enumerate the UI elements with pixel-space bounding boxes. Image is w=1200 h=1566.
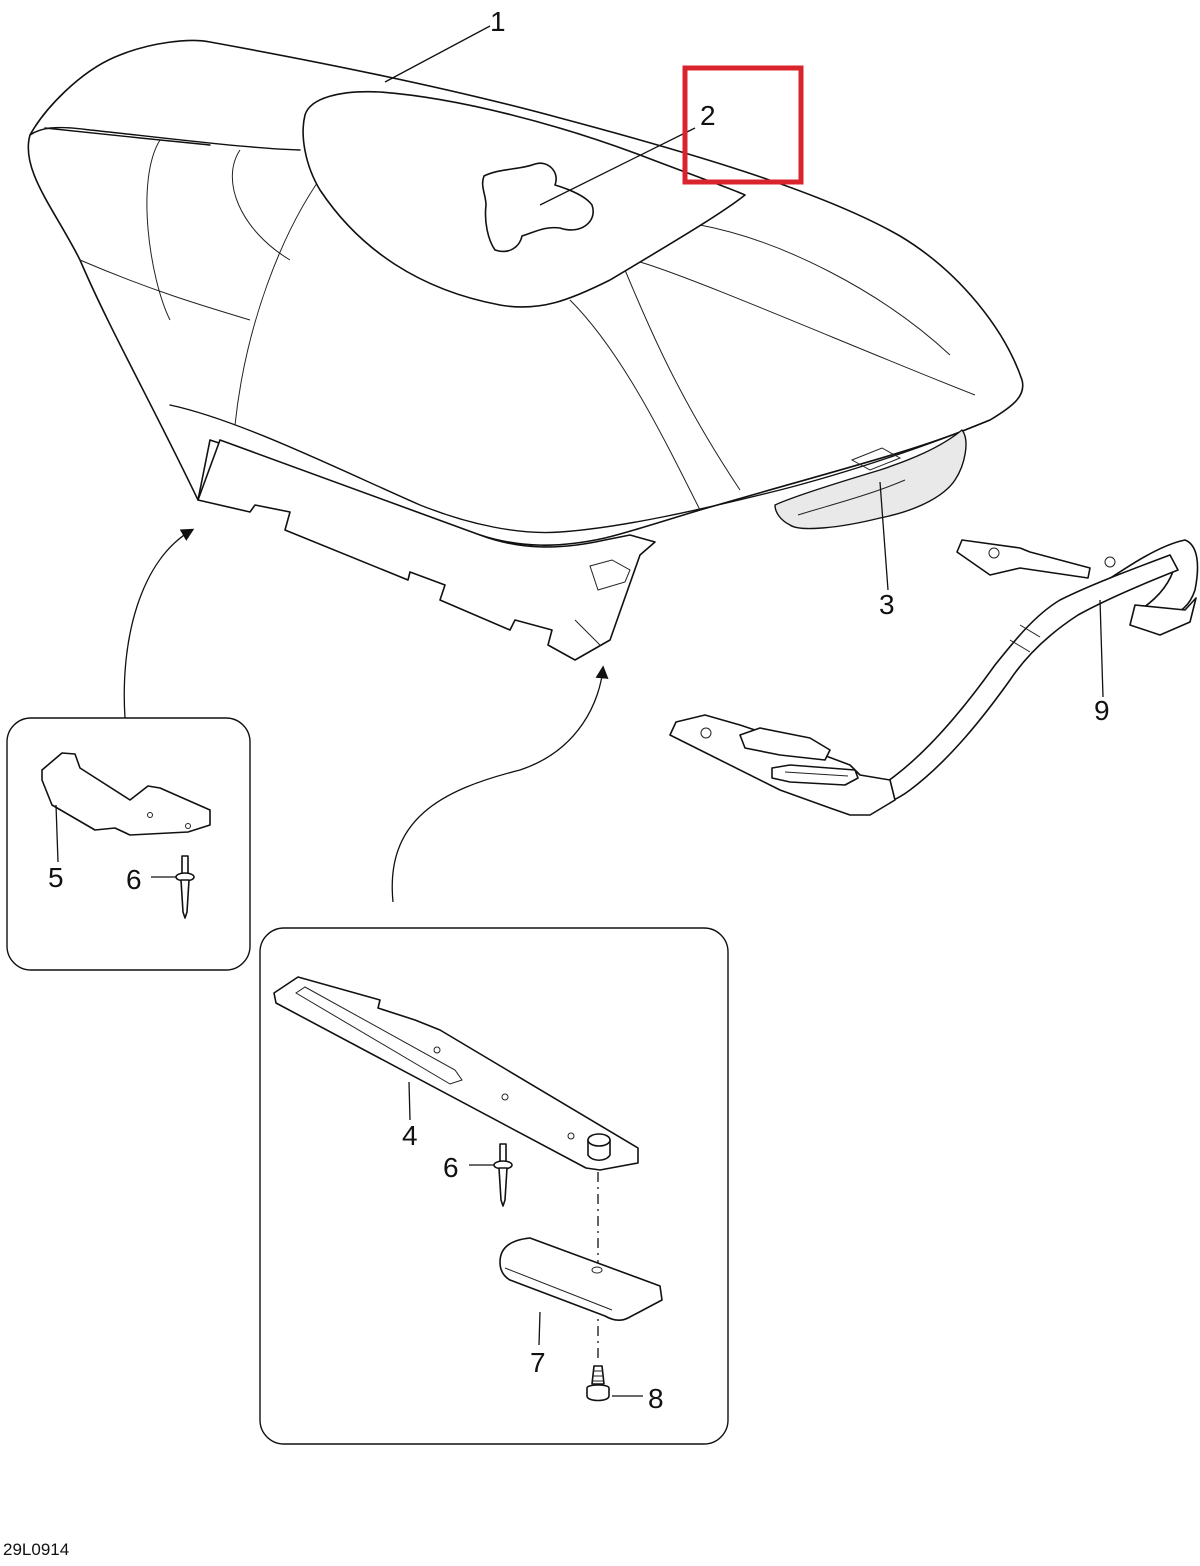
- connector-arrow-left: [123, 528, 195, 719]
- bracket-part[interactable]: [41, 752, 211, 836]
- callout-9: 9: [1094, 695, 1110, 726]
- clip-part[interactable]: [499, 1237, 663, 1321]
- rivet-part[interactable]: [175, 855, 195, 919]
- highlight-box: [682, 65, 804, 185]
- grab-bar-part[interactable]: [669, 539, 1199, 816]
- seat-part[interactable]: [27, 39, 1024, 661]
- callout-5: 5: [48, 862, 64, 893]
- callout-1: 1: [490, 6, 506, 37]
- rivet-part-2[interactable]: [493, 1143, 513, 1207]
- callout-4: 4: [402, 1120, 418, 1151]
- detail-box-bottom: 4 6 7 8: [259, 927, 729, 1445]
- drawing-code: 29L0914: [3, 1540, 70, 1559]
- callout-6-left: 6: [126, 864, 142, 895]
- callout-7: 7: [530, 1347, 546, 1378]
- callout-8: 8: [648, 1383, 664, 1414]
- grab-handle-part[interactable]: [774, 429, 967, 530]
- screw-part[interactable]: [586, 1365, 610, 1402]
- rail-strip-part[interactable]: [273, 976, 639, 1171]
- connector-arrow-right: [391, 665, 609, 903]
- detail-box-left: 5 6: [6, 717, 251, 971]
- callout-3: 3: [879, 589, 895, 620]
- callout-6-bottom: 6: [443, 1152, 459, 1183]
- callout-2: 2: [700, 100, 716, 131]
